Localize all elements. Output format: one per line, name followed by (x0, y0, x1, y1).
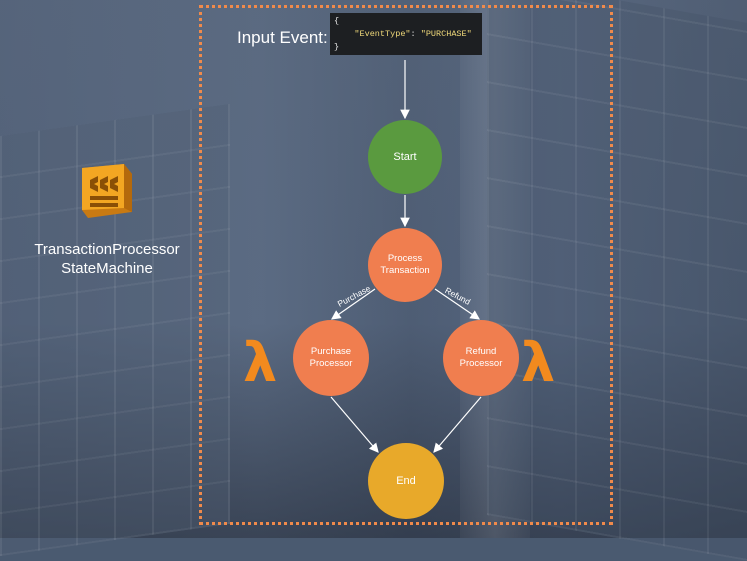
edge-purchase-to-end (330, 396, 379, 453)
purchase-processor-label-line1: Purchase (310, 346, 352, 357)
purchase-processor-state: Purchase Processor (293, 320, 369, 396)
state-machine-name: TransactionProcessor StateMachine (20, 240, 194, 278)
json-value: "PURCHASE" (420, 29, 472, 39)
end-state-label: End (396, 475, 416, 487)
input-event-label: Input Event: (237, 28, 328, 47)
state-machine-frame (199, 5, 613, 525)
process-transaction-label-line1: Process (387, 253, 423, 264)
state-machine-name-line1: TransactionProcessor (34, 241, 180, 258)
json-key: "EventType" (354, 29, 411, 39)
process-transaction-state: Process Transaction (368, 228, 442, 302)
input-event-json: { "EventType": "PURCHASE" } (330, 13, 482, 55)
step-functions-icon (76, 160, 138, 227)
refund-processor-label-line1: Refund (465, 346, 497, 357)
edge-refund-to-end (433, 396, 482, 453)
json-open-brace: { (334, 16, 340, 26)
edge-process-to-purchase (331, 288, 376, 320)
start-state-label: Start (393, 151, 417, 163)
refund-processor-state: Refund Processor (443, 320, 519, 396)
json-close-brace: } (334, 42, 340, 52)
json-colon: : (410, 29, 421, 39)
background-building-center (460, 0, 530, 538)
refund-processor-label-line2: Processor (459, 358, 503, 369)
lambda-icon-purchase: λ (243, 331, 278, 394)
json-entry: "EventType": "PURCHASE" (334, 28, 478, 41)
end-state: End (368, 443, 444, 519)
flow-edges (330, 60, 482, 453)
start-state: Start (368, 120, 442, 194)
lambda-icon-refund: λ (521, 331, 556, 394)
process-transaction-label-line2: Transaction (380, 265, 430, 276)
purchase-processor-label-line2: Processor (309, 358, 353, 369)
state-machine-name-line2: StateMachine (61, 260, 153, 277)
edge-process-to-refund (434, 288, 480, 320)
